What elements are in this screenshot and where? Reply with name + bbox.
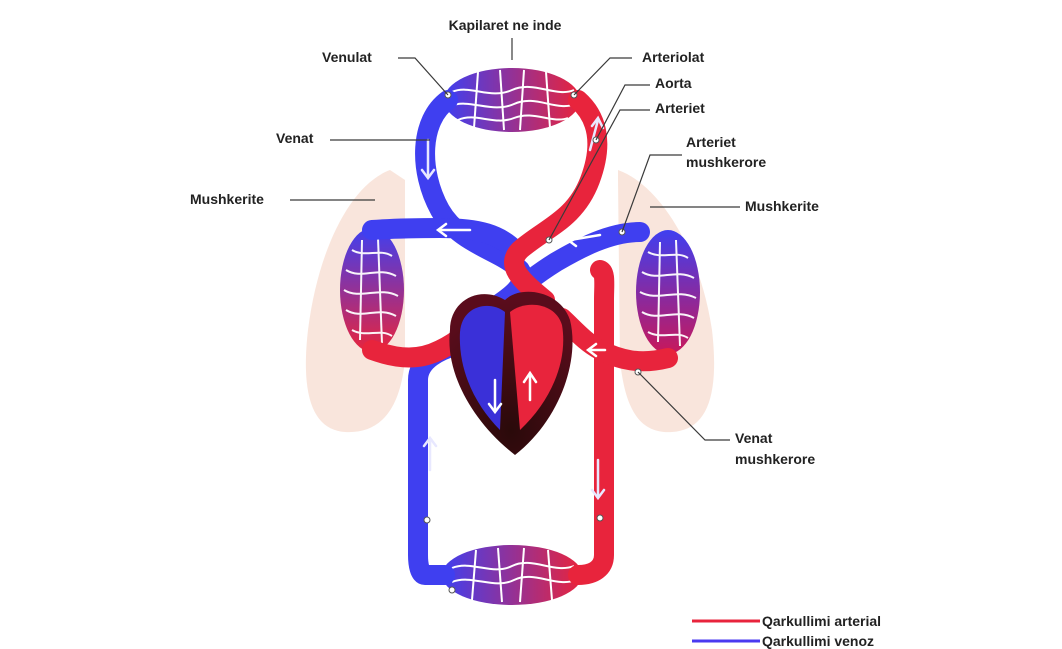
label-aorta: Aorta: [655, 75, 692, 91]
label-venules: Venulat: [322, 49, 372, 65]
label-arteries: Arteriet: [655, 100, 705, 116]
legend-arterial-label: Qarkullimi arterial: [762, 613, 881, 629]
label-veins: Venat: [276, 130, 314, 146]
label-pulmonary-veins-line2: mushkerore: [735, 451, 815, 467]
heart: [449, 292, 572, 455]
legend: Qarkullimi arterial Qarkullimi venoz: [692, 613, 881, 649]
label-arterioles: Arteriolat: [642, 49, 705, 65]
label-pulmonary-arteries-line1: Arteriet: [686, 134, 736, 150]
lower-capillary-bed: [442, 545, 582, 605]
legend-venous-label: Qarkullimi venoz: [762, 633, 874, 649]
label-capillaries: Kapilaret ne inde: [449, 17, 562, 33]
upper-capillary-bed: [444, 68, 580, 132]
label-pulmonary-arteries-line2: mushkerore: [686, 154, 766, 170]
label-pulmonary-veins-line1: Venat: [735, 430, 773, 446]
label-lungs-right: Mushkerite: [745, 198, 819, 214]
label-lungs-left: Mushkerite: [190, 191, 264, 207]
